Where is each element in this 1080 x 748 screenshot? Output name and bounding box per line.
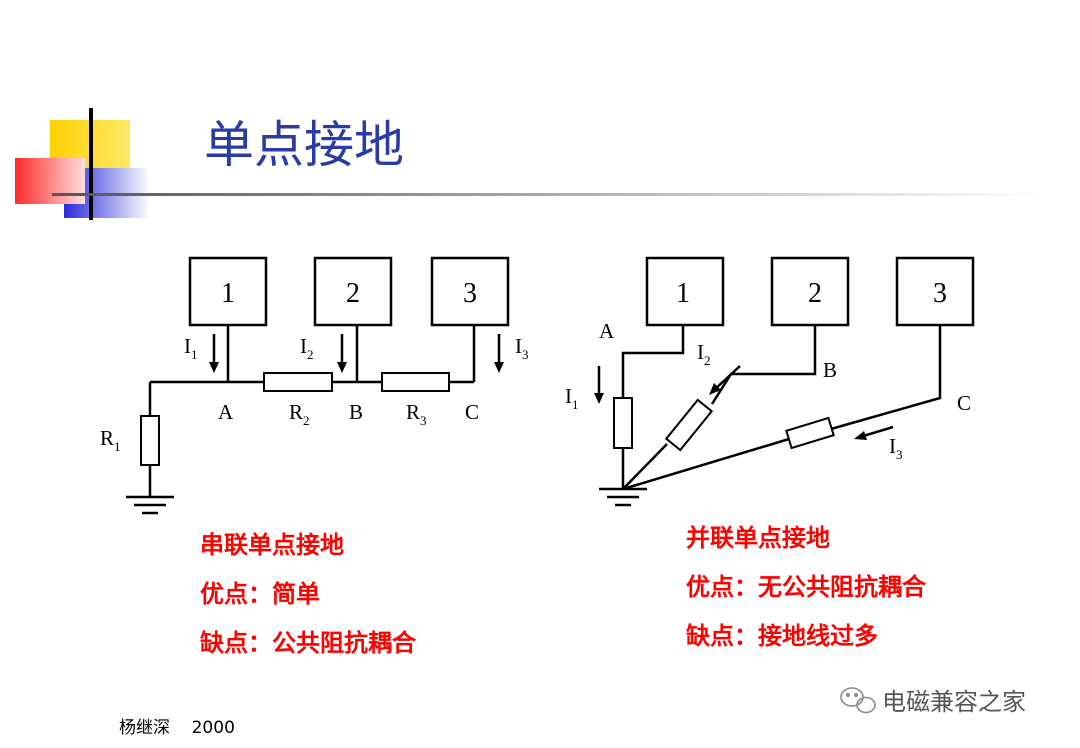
- resistor: [613, 397, 633, 449]
- node-label-c: C: [465, 400, 479, 424]
- arrow-down-icon: [494, 334, 504, 373]
- wire: [622, 443, 668, 490]
- wire: [710, 325, 817, 405]
- current-label-i3: I3: [515, 334, 529, 362]
- parallel-cons: 缺点：接地线过多: [686, 622, 878, 650]
- circuit-box-2: [770, 256, 850, 327]
- wechat-icon: [840, 687, 876, 714]
- series-caption: 串联单点接地: [200, 531, 344, 559]
- deco-vertical-bar: [89, 108, 93, 220]
- circuit-box-3: [895, 256, 975, 327]
- header-decoration: [15, 108, 1042, 220]
- node-label-b: B: [349, 400, 363, 424]
- arrow-down-icon: [209, 334, 219, 373]
- box-label: 1: [221, 278, 235, 309]
- resistor-label-r1: R1: [100, 426, 121, 454]
- current-label-i3: I3: [889, 434, 903, 462]
- series-pros: 优点：简单: [200, 580, 320, 608]
- series-cons: 缺点：公共阻抗耦合: [200, 629, 417, 657]
- ground-symbol: [126, 495, 174, 515]
- circuit-box-3: [430, 256, 510, 327]
- box-label: 2: [346, 278, 360, 309]
- watermark-text: 电磁兼容之家: [882, 688, 1026, 716]
- resistor-label-r3: R3: [406, 400, 427, 428]
- box-label: 3: [463, 278, 477, 309]
- resistor: [785, 416, 835, 450]
- page-title: 单点接地: [204, 116, 404, 174]
- node-label-c: C: [957, 391, 971, 415]
- node-label-b: B: [823, 358, 837, 382]
- current-label-i1: I1: [184, 334, 198, 362]
- parallel-grounding-diagram: 1 2 3: [565, 256, 975, 507]
- box-label: 1: [676, 278, 690, 309]
- resistor-r2: [263, 372, 333, 392]
- ground-symbol: [599, 487, 647, 507]
- node-label-a: A: [218, 400, 234, 424]
- watermark: 电磁兼容之家: [840, 687, 1026, 716]
- node-label-a: A: [599, 319, 615, 343]
- arrow-left-icon: [854, 425, 894, 440]
- wire: [830, 325, 942, 431]
- resistor: [664, 398, 714, 452]
- arrow-diagonal-icon: [709, 365, 741, 395]
- circuit-box-1: [645, 256, 725, 327]
- title-underline: [52, 193, 1042, 196]
- wire: [621, 325, 685, 398]
- resistor-r1: [140, 415, 160, 466]
- wire: [622, 437, 790, 491]
- parallel-caption: 并联单点接地: [686, 524, 830, 552]
- current-label-i2: I2: [300, 334, 314, 362]
- current-label-i1: I1: [565, 384, 579, 412]
- current-label-i2: I2: [697, 340, 711, 368]
- footer-author: 杨继深 2000: [119, 718, 235, 738]
- resistor-label-r2: R2: [289, 400, 310, 428]
- parallel-pros: 优点：无公共阻抗耦合: [686, 573, 927, 601]
- resistor-r3: [381, 372, 450, 392]
- arrow-down-icon: [337, 334, 347, 373]
- circuit-box-2: [313, 256, 393, 327]
- series-grounding-diagram: 1 2 3: [100, 256, 529, 515]
- box-label: 3: [933, 278, 947, 309]
- box-label: 2: [808, 278, 822, 309]
- deco-red-block: [15, 158, 85, 204]
- arrow-down-icon: [594, 366, 604, 404]
